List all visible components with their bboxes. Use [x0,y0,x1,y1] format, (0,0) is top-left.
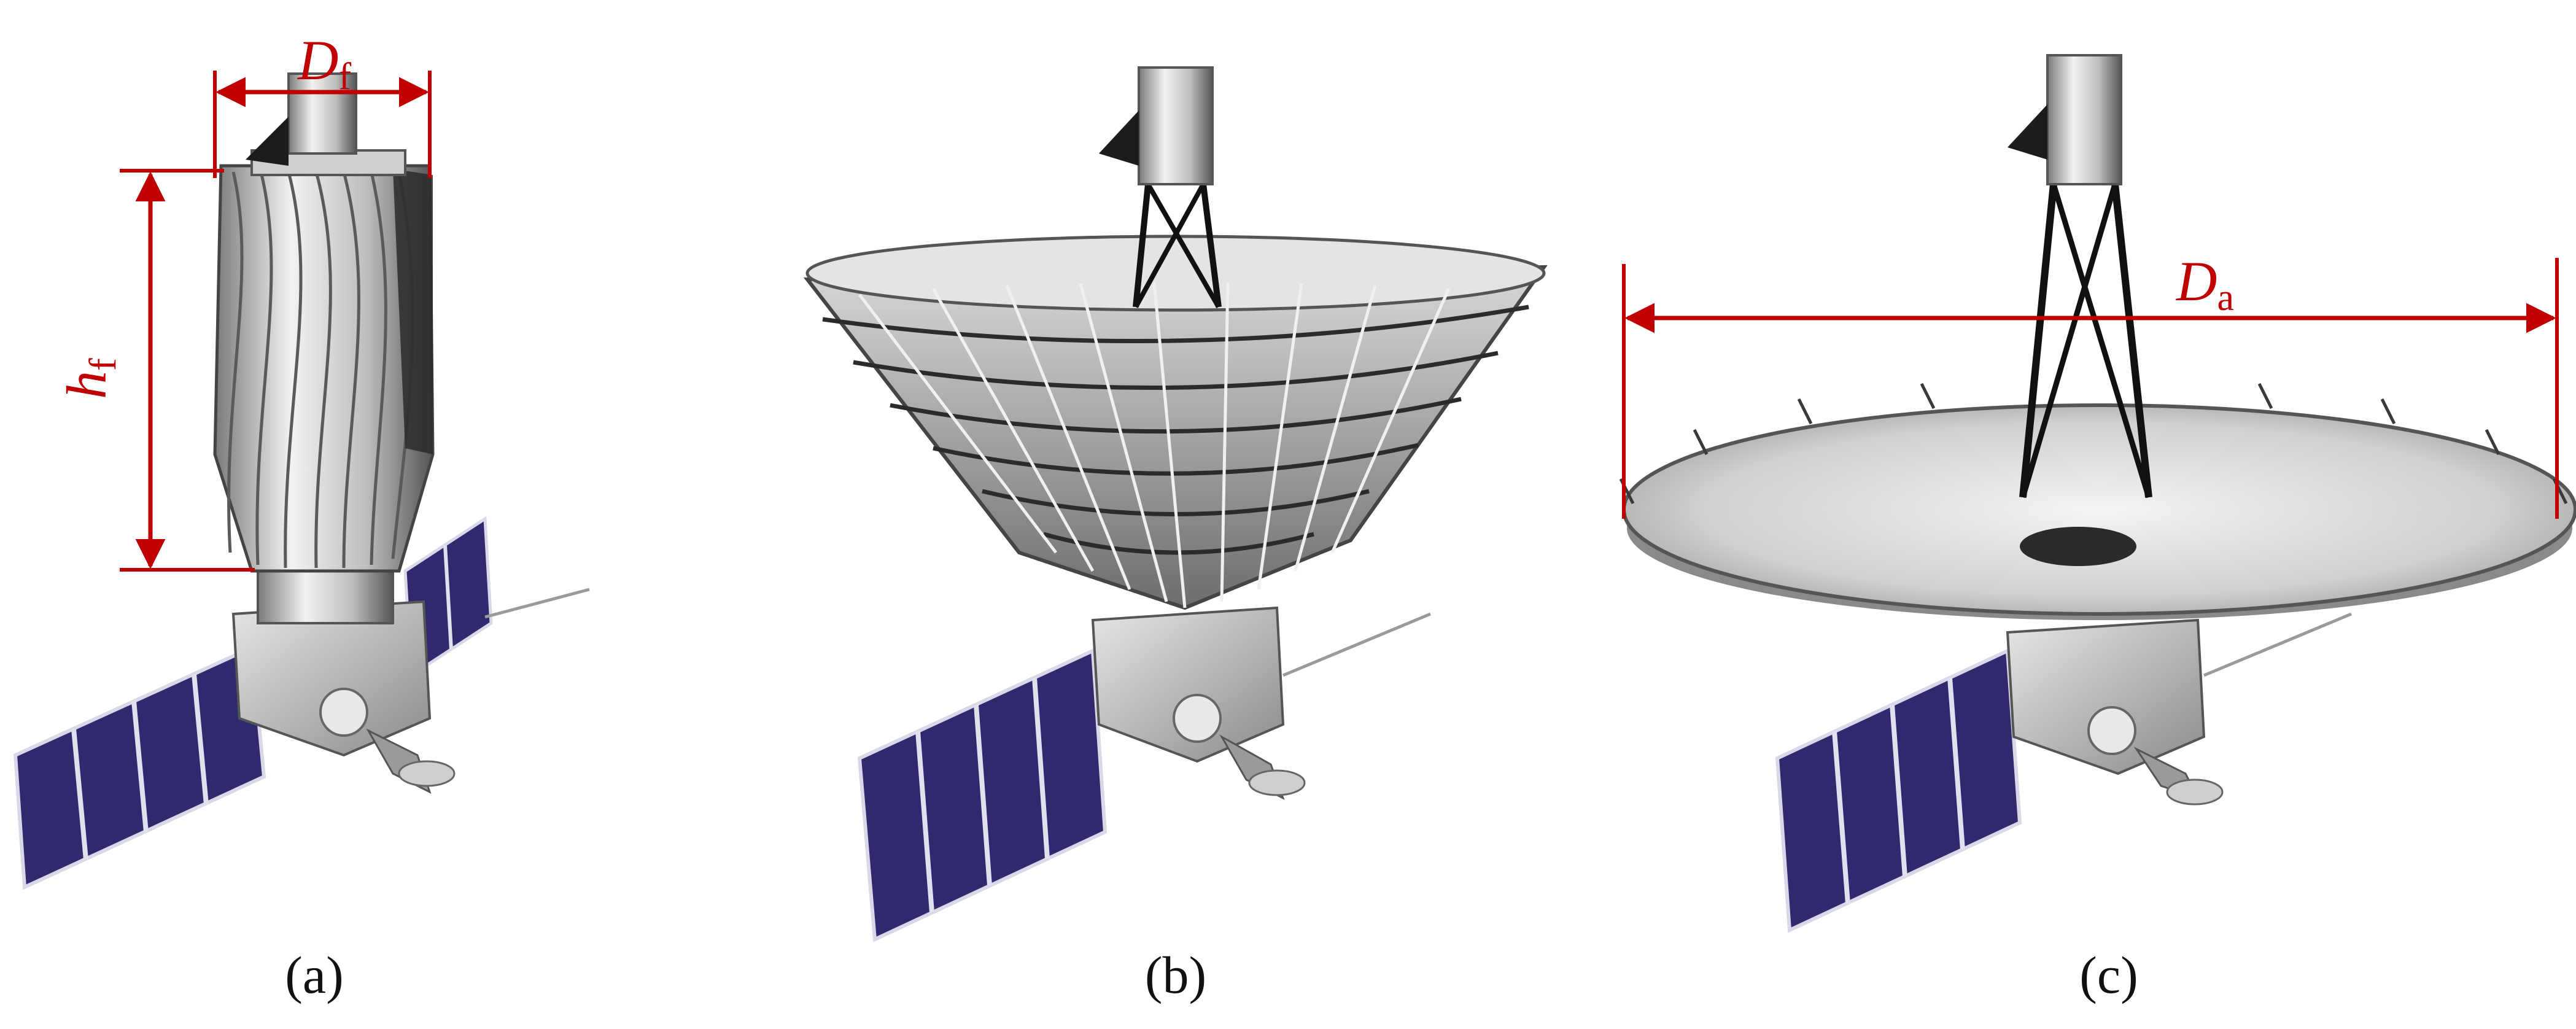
panel-a-solar-array-right [403,516,590,678]
dimension-df [213,71,432,178]
panel-b-spacecraft-bus [1091,606,1431,801]
panel-c-deployed-antenna [1619,54,2576,933]
panel-a-solar-array-left [13,645,266,890]
panel-c-spacecraft-bus [2006,612,2352,806]
panel-b-feed-support [1099,66,1222,308]
panel-c-deployed-reflector [1619,382,2576,620]
caption-c: (c) [2079,946,2138,1004]
panel-b-partially-deployed-reflector [803,235,1548,610]
dimension-hf [120,169,255,572]
label-da: Da [2176,250,2234,319]
panel-b-solar-array [857,648,1108,942]
panel-b-deploying-antenna [803,66,1548,942]
panel-a-folded-antenna [13,72,590,890]
dimension-da [1622,258,2559,519]
panel-c-solar-array [1775,648,2022,933]
panel-a-spacecraft-bus [231,600,456,794]
caption-a: (a) [285,946,344,1004]
panel-c-feed-support [2008,54,2152,499]
label-df: Df [298,29,352,98]
panel-a-folded-reflector [213,72,435,624]
label-hf: hf [55,358,124,399]
caption-b: (b) [1144,946,1207,1004]
